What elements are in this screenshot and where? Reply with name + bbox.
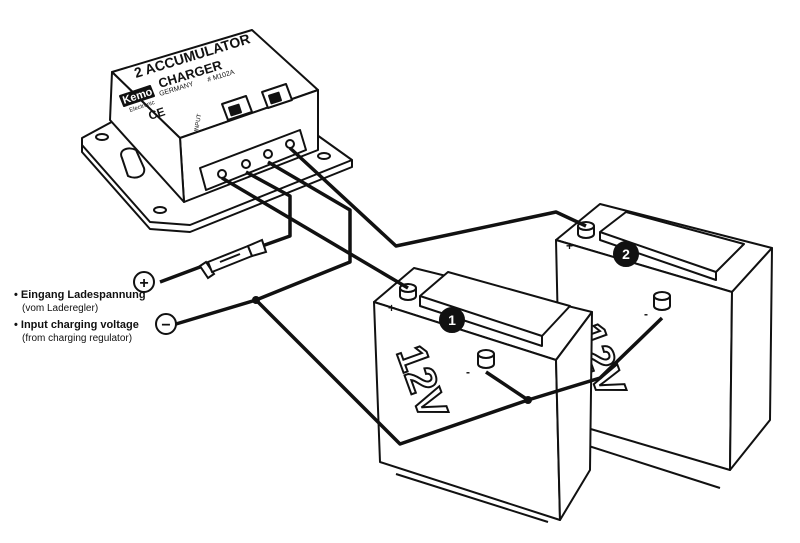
- plus-symbol: +: [139, 275, 148, 292]
- legend-en-title: • Input charging voltage: [14, 319, 139, 331]
- wire-fuse-to-module: [245, 170, 292, 248]
- wire-negative-battery-2: [527, 316, 664, 402]
- wire-input-negative: [175, 160, 352, 326]
- battery-1-number: 1: [448, 312, 456, 328]
- plus-terminal-icon: [133, 271, 155, 293]
- inline-fuse: [198, 238, 268, 280]
- legend-en-sub: (from charging regulator): [22, 333, 133, 344]
- battery-2-number: 2: [622, 246, 630, 262]
- battery-1-minus: -: [466, 365, 470, 379]
- battery-2: [555, 203, 773, 489]
- wire-battery-1-positive: [221, 176, 409, 290]
- module-input-label: INPUT: [194, 113, 203, 132]
- wire-battery-2-positive: [288, 146, 587, 248]
- battery-2-plus: +: [566, 239, 573, 253]
- input-terminals: [133, 271, 177, 335]
- junction-dot: [252, 296, 260, 304]
- legend-de-sub: (vom Laderegler): [22, 303, 99, 314]
- minus-terminal-icon: [155, 313, 177, 335]
- wires: [159, 146, 664, 446]
- module-ce-mark: CE: [147, 104, 167, 122]
- charger-module: [81, 29, 353, 233]
- minus-symbol: −: [161, 317, 170, 334]
- junction-dot: [524, 396, 532, 404]
- legend-de-title: • Eingang Ladespannung: [14, 289, 146, 301]
- battery-1-plus: +: [388, 301, 395, 315]
- battery-1: [373, 267, 593, 523]
- input-legend: • Eingang Ladespannung (vom Laderegler) …: [6, 285, 166, 351]
- battery-2-minus: -: [644, 307, 648, 321]
- wire-common-negative: [254, 298, 530, 446]
